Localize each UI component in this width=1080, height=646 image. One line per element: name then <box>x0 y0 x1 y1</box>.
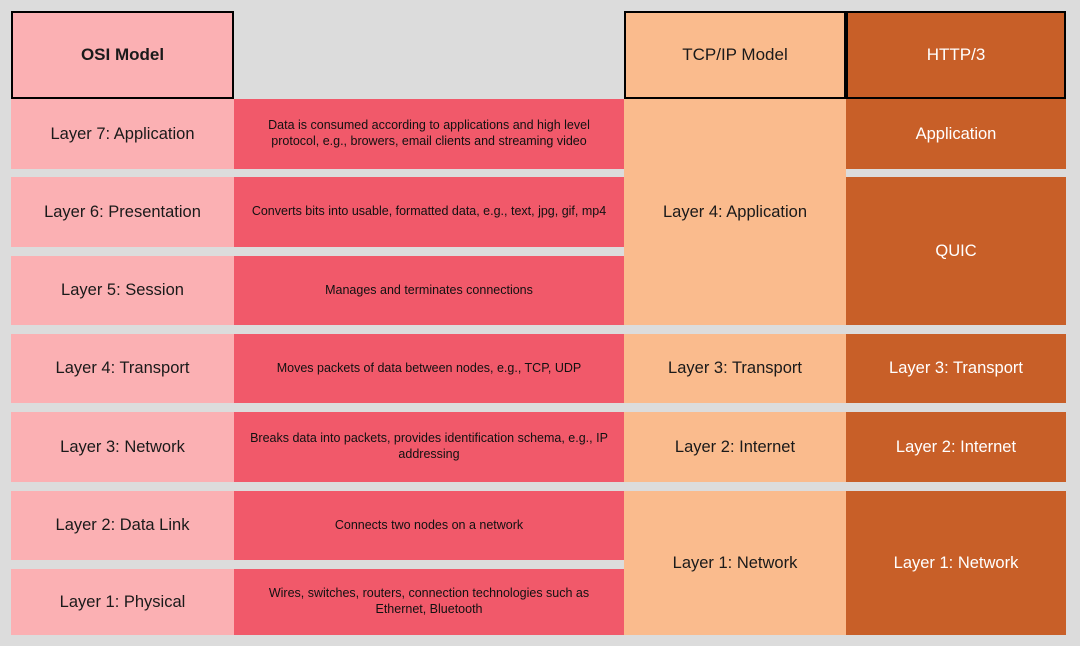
osi-layer-6-description: Converts bits into usable, formatted dat… <box>234 177 624 247</box>
http3-application: Application <box>846 99 1066 169</box>
osi-layer-2-label: Layer 2: Data Link <box>11 491 234 560</box>
osi-layer-1-label: Layer 1: Physical <box>11 569 234 635</box>
osi-layer-7-label: Layer 7: Application <box>11 99 234 169</box>
header-tcpip-model: TCP/IP Model <box>624 11 846 99</box>
osi-layer-6-label: Layer 6: Presentation <box>11 177 234 247</box>
http3-layer-1-network: Layer 1: Network <box>846 491 1066 635</box>
osi-layer-1-description: Wires, switches, routers, connection tec… <box>234 569 624 635</box>
http3-layer-3-transport: Layer 3: Transport <box>846 334 1066 403</box>
osi-layer-5-label: Layer 5: Session <box>11 256 234 325</box>
osi-layer-7-description: Data is consumed according to applicatio… <box>234 99 624 169</box>
tcpip-layer-1-network: Layer 1: Network <box>624 491 846 635</box>
tcpip-layer-4-application: Layer 4: Application <box>624 99 846 325</box>
header-osi-model: OSI Model <box>11 11 234 99</box>
tcpip-layer-2-internet: Layer 2: Internet <box>624 412 846 482</box>
osi-layer-5-description: Manages and terminates connections <box>234 256 624 325</box>
osi-layer-3-description: Breaks data into packets, provides ident… <box>234 412 624 482</box>
osi-layer-2-description: Connects two nodes on a network <box>234 491 624 560</box>
http3-layer-2-internet: Layer 2: Internet <box>846 412 1066 482</box>
tcpip-layer-3-transport: Layer 3: Transport <box>624 334 846 403</box>
header-http3: HTTP/3 <box>846 11 1066 99</box>
osi-layer-3-label: Layer 3: Network <box>11 412 234 482</box>
osi-layer-4-label: Layer 4: Transport <box>11 334 234 403</box>
osi-layer-4-description: Moves packets of data between nodes, e.g… <box>234 334 624 403</box>
http3-quic: QUIC <box>846 177 1066 325</box>
